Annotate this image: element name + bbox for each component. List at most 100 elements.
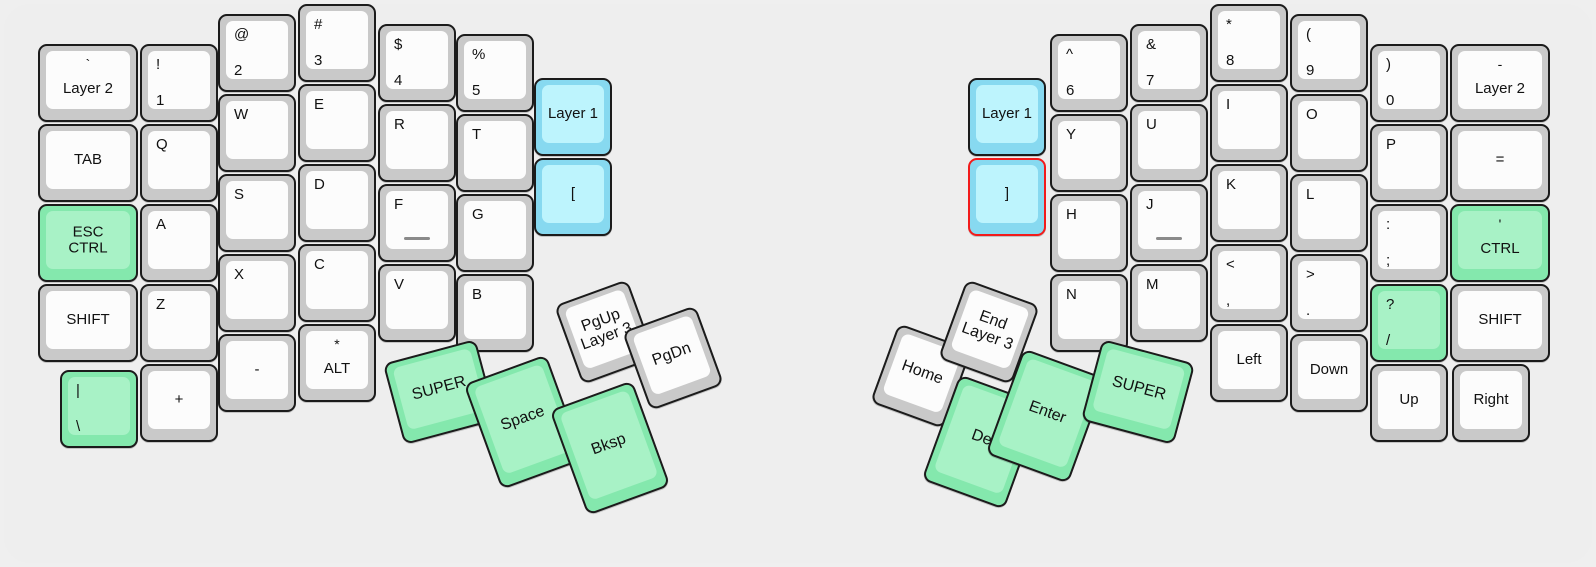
key-r-c5-r2[interactable]: :; [1370, 204, 1448, 282]
key-r-c5-r3[interactable]: ?/ [1370, 284, 1448, 362]
key-r-c5-r1[interactable]: P [1370, 124, 1448, 202]
key-r-c6-r2[interactable]: 'CTRL [1450, 204, 1550, 282]
key-l-c2-r1[interactable]: W [218, 94, 296, 172]
key-l-c4-r3[interactable]: V [378, 264, 456, 342]
keycap-top: Y [1058, 121, 1120, 179]
key-r-c1-r2[interactable]: H [1050, 194, 1128, 272]
key-r-c0-r1[interactable]: ] [968, 158, 1046, 236]
key-shifted-legend: * [1226, 16, 1232, 33]
key-l-c3-r4[interactable]: *ALT [298, 324, 376, 402]
key-r-c6-r3[interactable]: SHIFT [1450, 284, 1550, 362]
key-l-c0-r3[interactable]: SHIFT [38, 284, 138, 362]
key-shifted-legend: # [314, 16, 323, 33]
key-l-c5-r1[interactable]: T [456, 114, 534, 192]
key-shifted-legend: J [1146, 196, 1154, 213]
keycap-top: Down [1298, 341, 1360, 399]
key-legend: 3 [314, 52, 323, 69]
key-legend: 0 [1386, 92, 1395, 109]
key-r-c3-r3[interactable]: <, [1210, 244, 1288, 322]
key-l-c5-r2[interactable]: G [456, 194, 534, 272]
key-r-c5-r0[interactable]: )0 [1370, 44, 1448, 122]
key-legend: 4 [394, 72, 403, 89]
key-l-c2-r4[interactable]: - [218, 334, 296, 412]
key-r-c2-r0[interactable]: &7 [1130, 24, 1208, 102]
key-l-c2-r0[interactable]: @2 [218, 14, 296, 92]
key-r-c3-r0[interactable]: *8 [1210, 4, 1288, 82]
key-l-c6-r1[interactable]: [ [534, 158, 612, 236]
keycap-top: D [306, 171, 368, 229]
key-legend: 9 [1306, 62, 1315, 79]
key-r-c2-r3[interactable]: M [1130, 264, 1208, 342]
key-r-c4-r4[interactable]: Down [1290, 334, 1368, 412]
key-r-c1-r0[interactable]: ^6 [1050, 34, 1128, 112]
key-r-c3-r4[interactable]: Left [1210, 324, 1288, 402]
key-l-c4-r1[interactable]: R [378, 104, 456, 182]
key-l-c5-r3[interactable]: B [456, 274, 534, 352]
keycap-top: Up [1378, 371, 1440, 429]
key-legend: Up [1399, 391, 1419, 409]
key-l-c3-r3[interactable]: C [298, 244, 376, 322]
key-legend: TAB [73, 151, 103, 169]
keycap-top: C [306, 251, 368, 309]
key-l-c5-r0[interactable]: %5 [456, 34, 534, 112]
keycap-top: SUPER [1091, 347, 1186, 431]
key-l-c0-r0[interactable]: `Layer 2 [38, 44, 138, 122]
key-r-c1-r3[interactable]: N [1050, 274, 1128, 352]
key-l-c0-r4[interactable]: |\ [60, 370, 138, 448]
key-l-c1-r4[interactable]: + [140, 364, 218, 442]
key-r-c3-r2[interactable]: K [1210, 164, 1288, 242]
key-legend: ALT [323, 360, 351, 377]
key-r-c6-r1[interactable]: = [1450, 124, 1550, 202]
key-r-c4-r0[interactable]: (9 [1290, 14, 1368, 92]
keycap-top: *ALT [306, 331, 368, 389]
keycap-top: #3 [306, 11, 368, 69]
key-l-c2-r3[interactable]: X [218, 254, 296, 332]
key-r-c5-r4[interactable]: Up [1370, 364, 1448, 442]
key-legend: CTRL [1480, 240, 1520, 257]
key-shifted-legend: A [156, 216, 167, 233]
key-legend: 2 [234, 62, 243, 79]
keycap-top: >. [1298, 261, 1360, 319]
key-l-c4-r0[interactable]: $4 [378, 24, 456, 102]
key-l-c3-r2[interactable]: D [298, 164, 376, 242]
key-l-c2-r2[interactable]: S [218, 174, 296, 252]
key-l-c0-r2[interactable]: ESC CTRL [38, 204, 138, 282]
key-r-c4-r1[interactable]: O [1290, 94, 1368, 172]
key-legend: ] [1004, 185, 1010, 203]
keycap-top: )0 [1378, 51, 1440, 109]
key-legend: Down [1309, 361, 1349, 379]
key-r-c6-r4[interactable]: Right [1452, 364, 1530, 442]
key-r-c2-r1[interactable]: U [1130, 104, 1208, 182]
homing-bar [1156, 237, 1182, 240]
key-shifted-legend: ! [156, 56, 161, 73]
key-l-c6-r0[interactable]: Layer 1 [534, 78, 612, 156]
key-shifted-legend: V [394, 276, 405, 293]
keycap-top: [ [542, 165, 604, 223]
key-shifted-legend: I [1226, 96, 1231, 113]
key-l-c0-r1[interactable]: TAB [38, 124, 138, 202]
key-shifted-legend: Z [156, 296, 166, 313]
key-l-c4-r2[interactable]: F [378, 184, 456, 262]
key-r-c4-r2[interactable]: L [1290, 174, 1368, 252]
key-r-c6-r0[interactable]: -Layer 2 [1450, 44, 1550, 122]
key-l-c3-r1[interactable]: E [298, 84, 376, 162]
key-r-c4-r3[interactable]: >. [1290, 254, 1368, 332]
key-legend: End Layer 3 [959, 307, 1016, 354]
keycap-top: B [464, 281, 526, 339]
key-l-c1-r0[interactable]: !1 [140, 44, 218, 122]
key-shifted-legend: B [472, 286, 483, 303]
key-l-c3-r0[interactable]: #3 [298, 4, 376, 82]
key-r-c1-r1[interactable]: Y [1050, 114, 1128, 192]
key-shifted-legend: T [472, 126, 482, 143]
key-legend: Layer 2 [1474, 80, 1526, 97]
key-r-c3-r1[interactable]: I [1210, 84, 1288, 162]
key-r-c2-r2[interactable]: J [1130, 184, 1208, 262]
key-l-c1-r3[interactable]: Z [140, 284, 218, 362]
key-l-c1-r1[interactable]: Q [140, 124, 218, 202]
key-shifted-legend: | [76, 382, 80, 399]
key-r-c0-r0[interactable]: Layer 1 [968, 78, 1046, 156]
keycap-top: E [306, 91, 368, 149]
key-l-c1-r2[interactable]: A [140, 204, 218, 282]
keycap-top: U [1138, 111, 1200, 169]
key-legend: PgDn [649, 339, 694, 370]
